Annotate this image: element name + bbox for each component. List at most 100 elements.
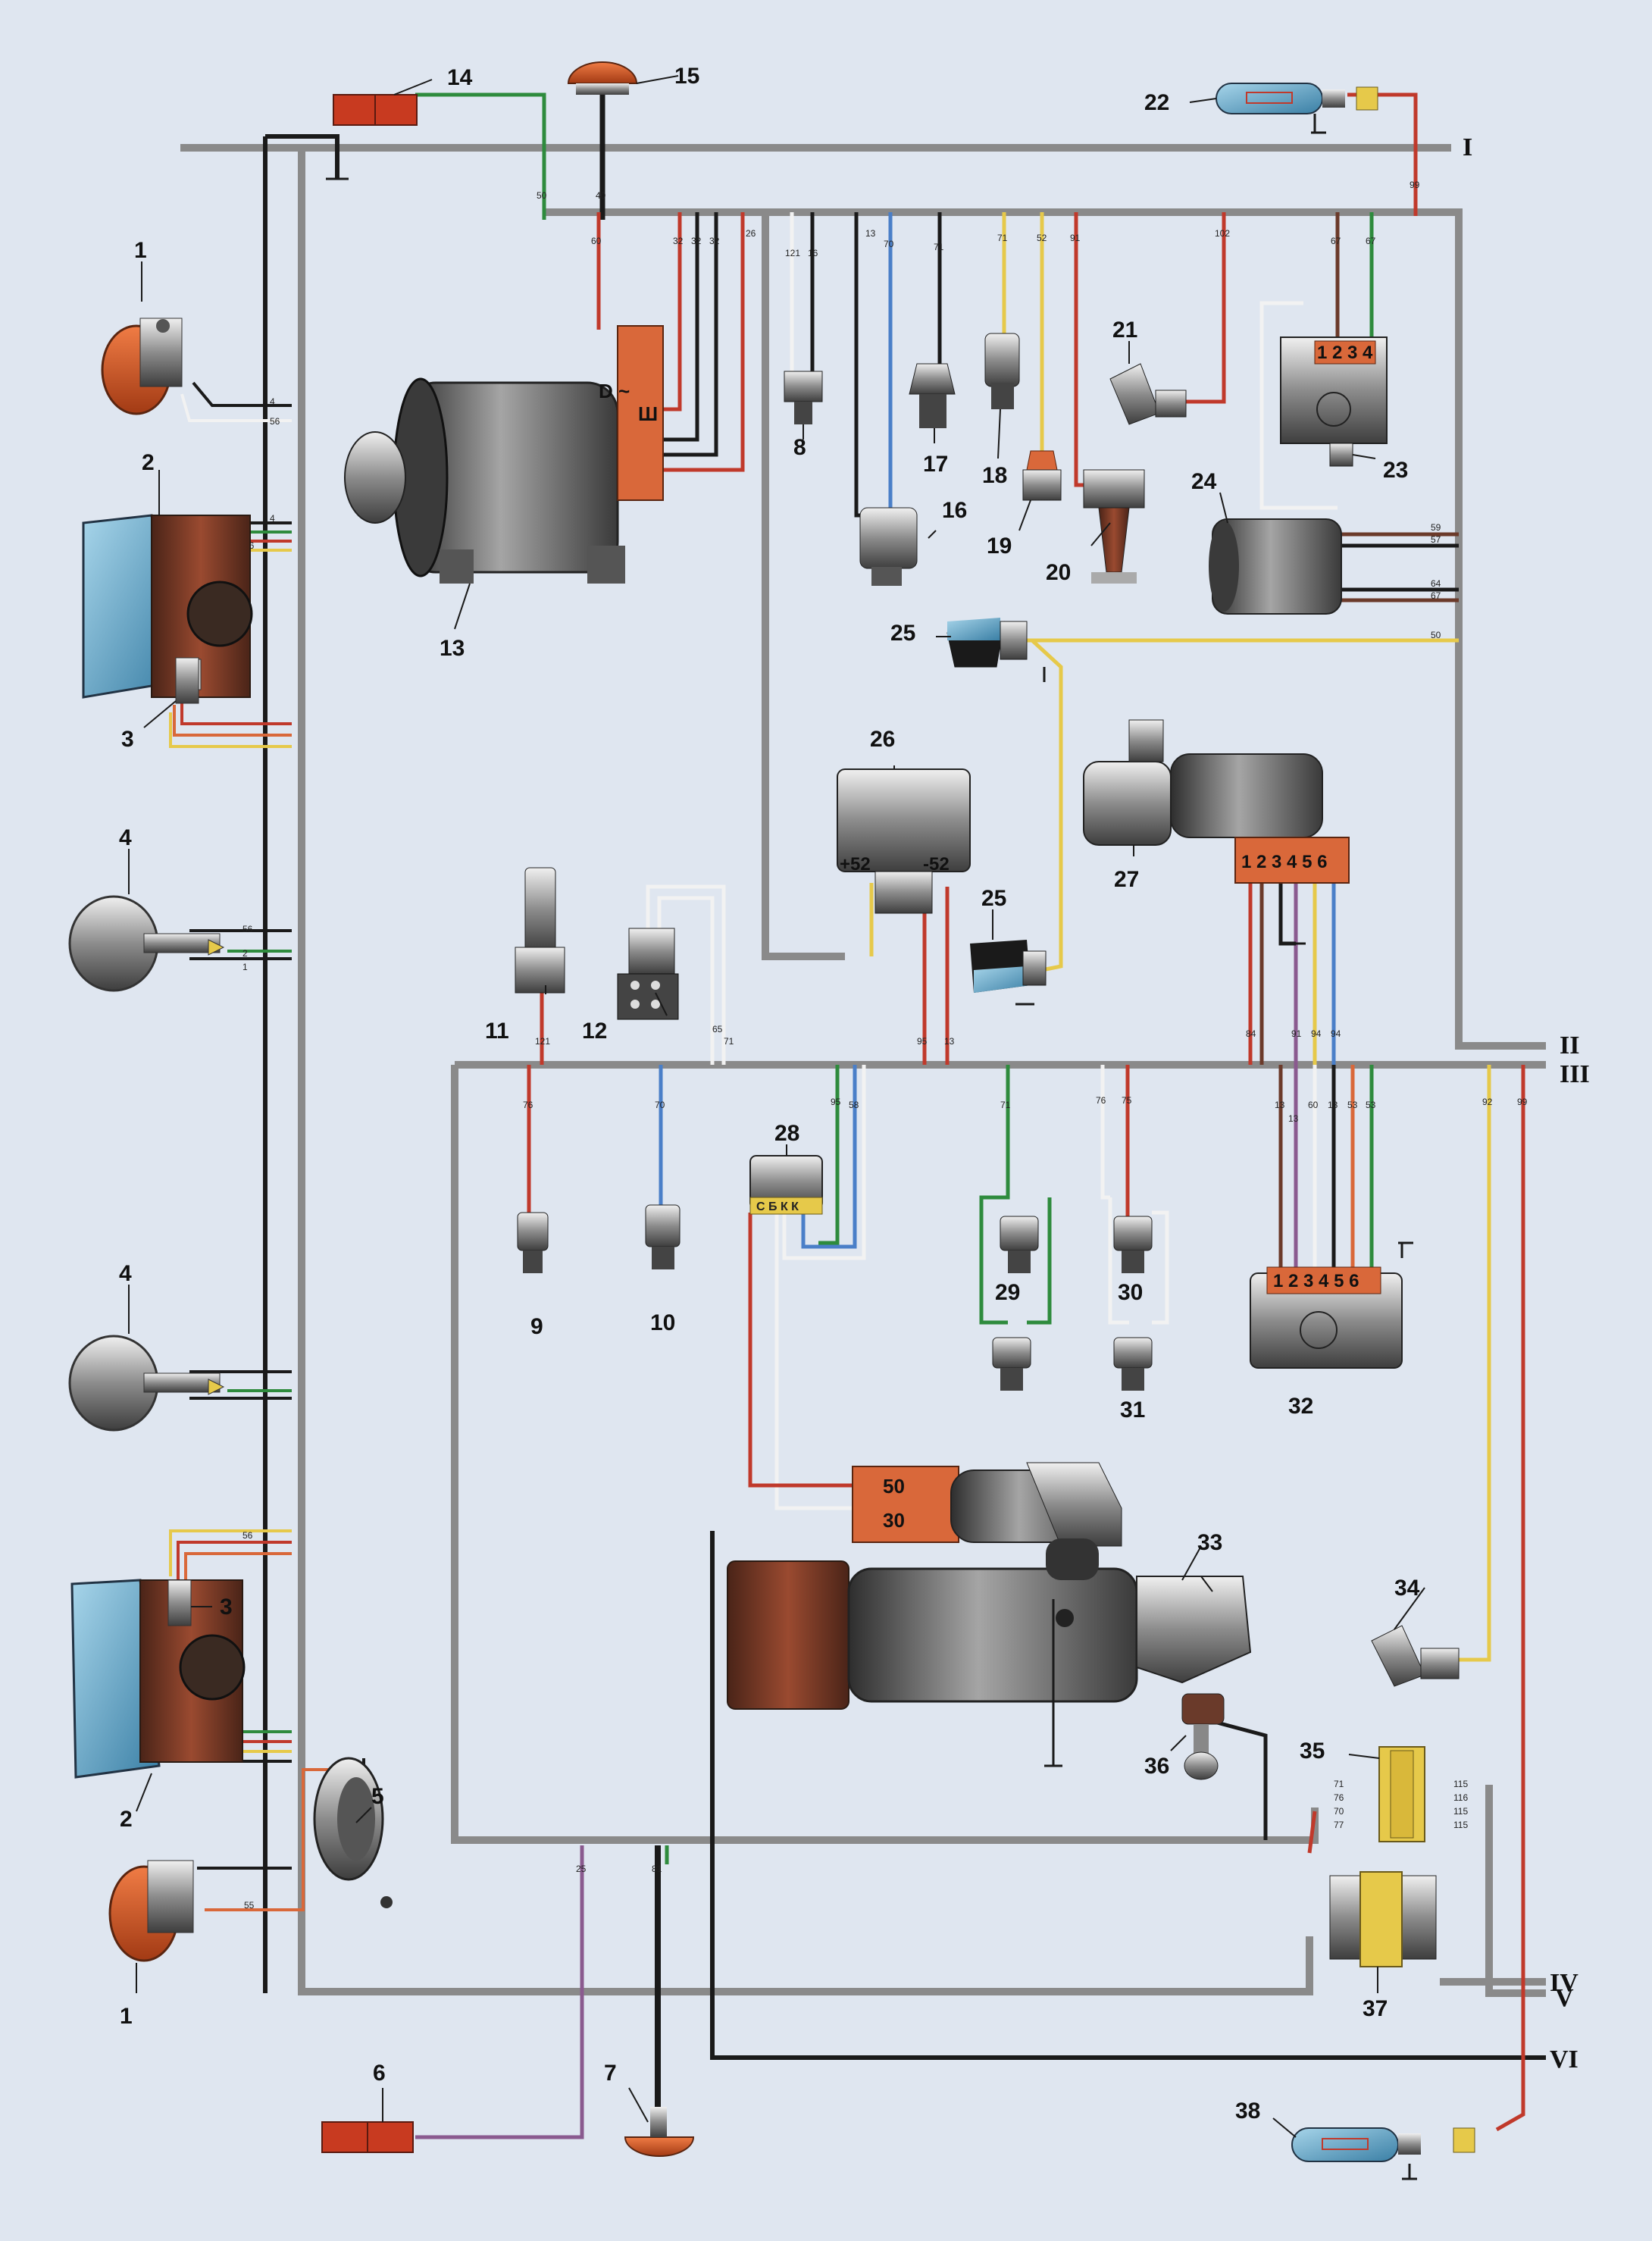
- switch-20: [1083, 469, 1145, 584]
- callout-4-bottom: 4: [119, 1261, 132, 1286]
- starter-33: 50 30: [727, 1462, 1252, 1710]
- lamp-7: [624, 2107, 695, 2157]
- wire-number: 116: [1453, 1792, 1468, 1803]
- wire-number: 76: [523, 1100, 533, 1110]
- wire-number: 115: [1453, 1820, 1468, 1830]
- wire-36-black: [1208, 1718, 1268, 1840]
- mid-wires: [415, 883, 1525, 2139]
- headlight-bottom: [70, 1579, 246, 1779]
- lamp-21: [1109, 363, 1187, 425]
- ground-symbols: [326, 114, 1417, 2180]
- wire-number: 32: [673, 236, 684, 246]
- wire-number: 40: [596, 190, 606, 201]
- motor-27: 1 2 3 4 5 6: [1083, 719, 1350, 884]
- callout-27: 27: [1114, 867, 1139, 892]
- bus-label-VI: VI: [1550, 2045, 1578, 2074]
- wire-gen-multi-3: [655, 212, 718, 457]
- relay-32: 1 2 3 4 5 6: [1250, 1266, 1403, 1369]
- wire-38-red: [1495, 1065, 1525, 2132]
- callout-31: 31: [1120, 1397, 1145, 1423]
- wire-number: 94: [1331, 1028, 1341, 1039]
- wire-27-black: [1278, 883, 1296, 946]
- wire-3-bot-c: [184, 1552, 292, 1584]
- lamp-4-top: [68, 895, 225, 992]
- callout-4-top: 4: [119, 825, 132, 850]
- wire-35-a: [1307, 1811, 1317, 1854]
- wire-number: 60: [591, 236, 602, 246]
- callout-32: 32: [1288, 1394, 1313, 1419]
- wire-number: 95: [917, 1036, 928, 1047]
- wire-number: 77: [1334, 1820, 1344, 1830]
- wire-number: 81: [652, 1864, 662, 1874]
- switch-12: [617, 928, 679, 1020]
- lamp-25-top: [946, 618, 1028, 668]
- wire-number: 71: [1000, 1100, 1011, 1110]
- sensor-8: [784, 371, 823, 424]
- callout-33: 33: [1197, 1530, 1222, 1555]
- wire-number: 71: [1334, 1779, 1344, 1789]
- wire-gen-multi-2: [655, 212, 699, 442]
- starter-terminal-30: 30: [883, 1509, 905, 1532]
- black-wire-top: [265, 134, 339, 179]
- bus-label-IV: IV: [1550, 1969, 1578, 1997]
- callout-7: 7: [604, 2061, 617, 2086]
- callout-5: 5: [371, 1784, 384, 1809]
- harness-to-26: [762, 212, 845, 960]
- callout-22: 22: [1144, 90, 1169, 115]
- wire-number: 121: [785, 248, 800, 258]
- wire-12-white-loop2: [657, 896, 715, 1065]
- wire-number: 60: [1308, 1100, 1319, 1110]
- wire-28-red-lower: [748, 1213, 864, 1488]
- wire-number: 65: [712, 1024, 723, 1034]
- callout-14: 14: [447, 65, 473, 90]
- callout-34: 34: [1394, 1576, 1420, 1601]
- relay-28-pins: С Б К К: [756, 1200, 799, 1213]
- wire-25b-yellow: [1031, 639, 1063, 972]
- callout-11: 11: [485, 1019, 509, 1044]
- wire-number-tags: 60 32 32 32 26 121 16 13 70 71 71 52 91 …: [227, 180, 1528, 1911]
- callout-13: 13: [440, 636, 465, 661]
- wire-number: 115: [1453, 1779, 1468, 1789]
- wire-number: 13: [865, 228, 876, 239]
- wire-number: 71: [997, 233, 1008, 243]
- wire-23-white-loop: [1259, 301, 1338, 510]
- callout-15: 15: [674, 64, 699, 89]
- wire-21-red: [1182, 212, 1226, 404]
- wire-3-top-orange: [173, 705, 292, 737]
- connector-37: [1329, 1871, 1437, 1967]
- sensor-31: [1113, 1337, 1153, 1391]
- bus-label-I: I: [1463, 133, 1472, 161]
- bus-labels: I II III IV V VI: [1463, 133, 1590, 2074]
- wire-1-top-white: [180, 393, 292, 422]
- callout-17: 17: [923, 452, 948, 477]
- relay-28: С Б К К: [749, 1155, 823, 1215]
- wire-number: 92: [1482, 1097, 1493, 1107]
- wire-28-white: [782, 1065, 866, 1260]
- wire-3-top-red: [180, 697, 292, 725]
- sensor-16: [859, 507, 918, 586]
- wire-number: 67: [1331, 236, 1341, 246]
- lamp-4-bottom: [68, 1335, 225, 1432]
- wire-number: 26: [746, 228, 756, 239]
- wire-number: 76: [1096, 1095, 1106, 1106]
- wire-1-top-black: [192, 381, 292, 407]
- wire-number: 75: [1122, 1095, 1132, 1106]
- wire-number: 25: [576, 1864, 587, 1874]
- sensor-17: [909, 363, 956, 428]
- wire-number: 13: [1328, 1100, 1338, 1110]
- relay-26-left-terminal: +52: [840, 854, 871, 875]
- wire-16-black: [854, 212, 875, 518]
- wire-number: 84: [1246, 1028, 1256, 1039]
- block-6: [321, 2121, 414, 2153]
- wire-3-bot-a: [169, 1529, 292, 1576]
- sensor-18: [984, 333, 1020, 409]
- wire-12-white-loop: [646, 884, 726, 1065]
- callout-1-top: 1: [134, 238, 147, 263]
- callout-37: 37: [1363, 1996, 1388, 2021]
- wire-number: 57: [1431, 534, 1441, 545]
- wire-31-white-b: [1152, 1210, 1169, 1325]
- callout-24: 24: [1191, 469, 1217, 494]
- wire-number: 115: [1453, 1806, 1468, 1817]
- sensor-29-top: [1000, 1216, 1039, 1273]
